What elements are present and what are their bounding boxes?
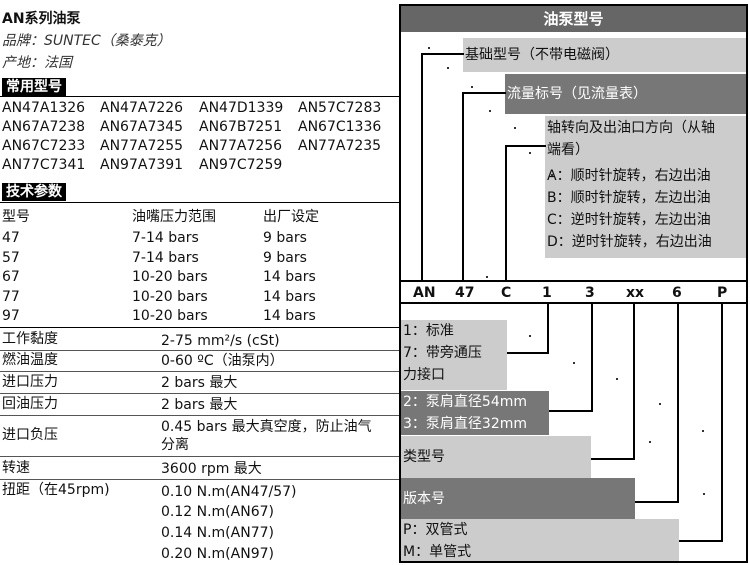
torque-value: 0.14 N.m(AN77) — [161, 525, 274, 541]
table-row: 57 7-14 bars 9 bars — [2, 249, 307, 266]
model-code: AN47D1339 — [199, 100, 284, 116]
model-code: AN77C7341 — [2, 157, 86, 173]
code-segment: 6 — [672, 285, 682, 301]
rotation-option: A：顺时针旋转，右边出油 — [547, 168, 711, 184]
col-default: 出厂设定 — [263, 209, 319, 225]
code-segment: 1 — [542, 285, 552, 301]
model-code: AN77A7255 — [100, 138, 184, 154]
table-row: 97 10-20 bars 14 bars — [2, 308, 316, 324]
model-code: AN67B7251 — [199, 119, 283, 135]
diagram-title: 油泵型号 — [401, 6, 746, 32]
spec-label: 燃油温度 — [2, 352, 58, 368]
rotation-option: D：逆时针旋转，右边出油 — [547, 234, 712, 250]
model-code: AN47A1326 — [2, 100, 86, 116]
model-code: AN97A7391 — [100, 157, 184, 173]
model-code-diagram: 油泵型号 基础型号（不带电磁阀） 流量标号（见流量表） 轴转向及出油口方向（从轴… — [399, 4, 748, 563]
version-no-box: 版本号 — [401, 478, 635, 520]
spec-value: 2 bars 最大 — [161, 397, 238, 413]
models-heading: 常用型号 — [2, 78, 66, 96]
shoulder-option: 3：泵肩直径32mm — [403, 416, 527, 432]
torque-value: 0.20 N.m(AN97) — [161, 546, 274, 562]
code-segment: P — [717, 285, 728, 301]
table-row: 47 7-14 bars 9 bars — [2, 230, 307, 246]
model-code: AN67A7238 — [2, 119, 86, 135]
tech-heading: 技术参数 — [2, 183, 66, 201]
spec-value-cont: 分离 — [161, 437, 189, 453]
code-segment: 47 — [455, 285, 475, 301]
base-model-box: 基础型号（不带电磁阀） — [463, 38, 746, 72]
pipe-option: P：双管式 — [403, 522, 468, 538]
rotation-title: 轴转向及出油口方向（从轴 — [547, 120, 715, 136]
spec-value: 0-60 ºC（油泵内） — [161, 353, 284, 369]
col-model: 型号 — [2, 209, 30, 225]
shoulder-box: 2：泵肩直径54mm 3：泵肩直径32mm — [401, 391, 549, 435]
model-code: AN57C7283 — [298, 100, 382, 116]
config-option: 1：标准 — [403, 323, 454, 339]
spec-label: 进口负压 — [2, 427, 58, 443]
torque-label: 扭距（在45rpm) — [2, 482, 110, 498]
origin-text: 产地：法国 — [2, 55, 72, 71]
pipe-option: M：单管式 — [403, 544, 472, 560]
model-code: AN77A7256 — [199, 138, 283, 154]
table-row: 77 10-20 bars 14 bars — [2, 288, 316, 305]
rotation-option: B：顺时针旋转，左边出油 — [547, 190, 711, 206]
model-code: AN67C7233 — [2, 138, 86, 154]
spec-label: 回油压力 — [2, 396, 58, 412]
code-segment: AN — [413, 285, 436, 301]
code-segment: xx — [626, 285, 645, 301]
flow-label-box: 流量标号（见流量表） — [505, 74, 746, 114]
torque-value: 0.10 N.m(AN47/57) — [161, 484, 297, 500]
brand-text: 品牌：SUNTEC（桑泰克） — [2, 33, 171, 49]
spec-label: 工作黏度 — [2, 331, 58, 347]
model-code: AN77A7235 — [298, 138, 382, 154]
torque-value: 0.12 N.m(AN67) — [161, 504, 274, 520]
model-code-bar: AN 47 C 1 3 xx 6 P — [401, 280, 746, 304]
type-no-box: 类型号 — [401, 436, 591, 478]
rotation-box: 轴转向及出油口方向（从轴 端看） A：顺时针旋转，右边出油 B：顺时针旋转，左边… — [545, 116, 746, 258]
model-code: AN47A7226 — [100, 100, 184, 116]
model-code: AN67C1336 — [298, 119, 382, 135]
spec-value: 3600 rpm 最大 — [161, 461, 262, 477]
config-option: 7：带旁通压 — [403, 345, 482, 361]
code-segment: C — [501, 285, 512, 301]
table-row: 67 10-20 bars 14 bars — [2, 269, 316, 285]
spec-value: 2-75 mm²/s (cSt) — [161, 333, 280, 349]
spec-label: 进口压力 — [2, 374, 58, 390]
col-range: 油嘴压力范围 — [132, 209, 216, 225]
model-code: AN67A7345 — [100, 119, 184, 135]
pressure-table: 型号 油嘴压力范围 出厂设定 47 7-14 bars 9 bars 57 7-… — [2, 208, 397, 327]
pipe-box: P：双管式 M：单管式 — [401, 519, 679, 561]
spec-label: 转速 — [2, 460, 30, 476]
config-option-cont: 力接口 — [403, 367, 445, 383]
spec-value: 0.45 bars 最大真空度，防止油气 — [161, 419, 372, 435]
table-header: 型号 油嘴压力范围 出厂设定 — [2, 208, 397, 229]
page-title: AN系列油泵 — [2, 11, 81, 27]
model-code: AN97C7259 — [199, 157, 283, 173]
spec-value: 2 bars 最大 — [161, 375, 238, 391]
code-segment: 3 — [585, 285, 595, 301]
shoulder-option: 2：泵肩直径54mm — [403, 394, 527, 410]
rotation-option: C：逆时针旋转，左边出油 — [547, 212, 711, 228]
config-box: 1：标准 7：带旁通压 力接口 — [401, 320, 507, 390]
rotation-title-cont: 端看） — [547, 142, 589, 158]
